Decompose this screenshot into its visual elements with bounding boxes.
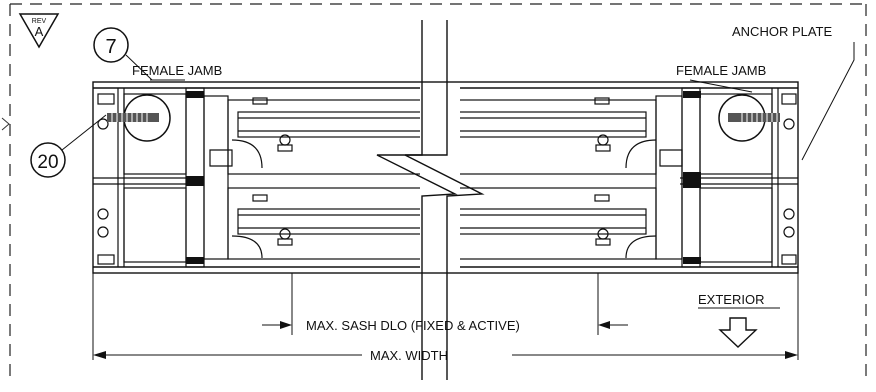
edge-arrow-mark <box>1 117 10 131</box>
dimension-sash-dlo: MAX. SASH DLO (FIXED & ACTIVE) <box>262 318 628 333</box>
leader-anchor-plate <box>801 42 855 161</box>
dashed-frame-border <box>9 3 867 383</box>
break-line <box>376 20 485 380</box>
extension-lines <box>92 273 799 360</box>
callout-7: 7 <box>93 27 153 81</box>
callout-7-number: 7 <box>105 36 116 58</box>
revision-triangle: REV A <box>18 13 60 49</box>
anchor-screw-right <box>718 94 780 142</box>
revision-tag: REV <box>32 18 47 25</box>
label-exterior: EXTERIOR <box>698 292 764 307</box>
down-arrow-icon <box>718 317 758 348</box>
label-female-jamb-left: FEMALE JAMB <box>132 63 222 78</box>
revision-letter: A <box>35 24 44 39</box>
weatherstrip-seals <box>186 91 701 264</box>
anchor-screw-left <box>107 94 171 142</box>
dimension-max-width: MAX. WIDTH <box>93 348 798 363</box>
label-anchor-plate: ANCHOR PLATE <box>732 24 832 39</box>
callout-20-number: 20 <box>37 152 58 173</box>
callout-20: 20 <box>30 114 107 178</box>
label-female-jamb-right: FEMALE JAMB <box>676 63 766 78</box>
exterior-indicator: EXTERIOR <box>698 292 780 348</box>
label-max-width: MAX. WIDTH <box>370 348 448 363</box>
label-max-sash-dlo: MAX. SASH DLO (FIXED & ACTIVE) <box>306 318 520 333</box>
